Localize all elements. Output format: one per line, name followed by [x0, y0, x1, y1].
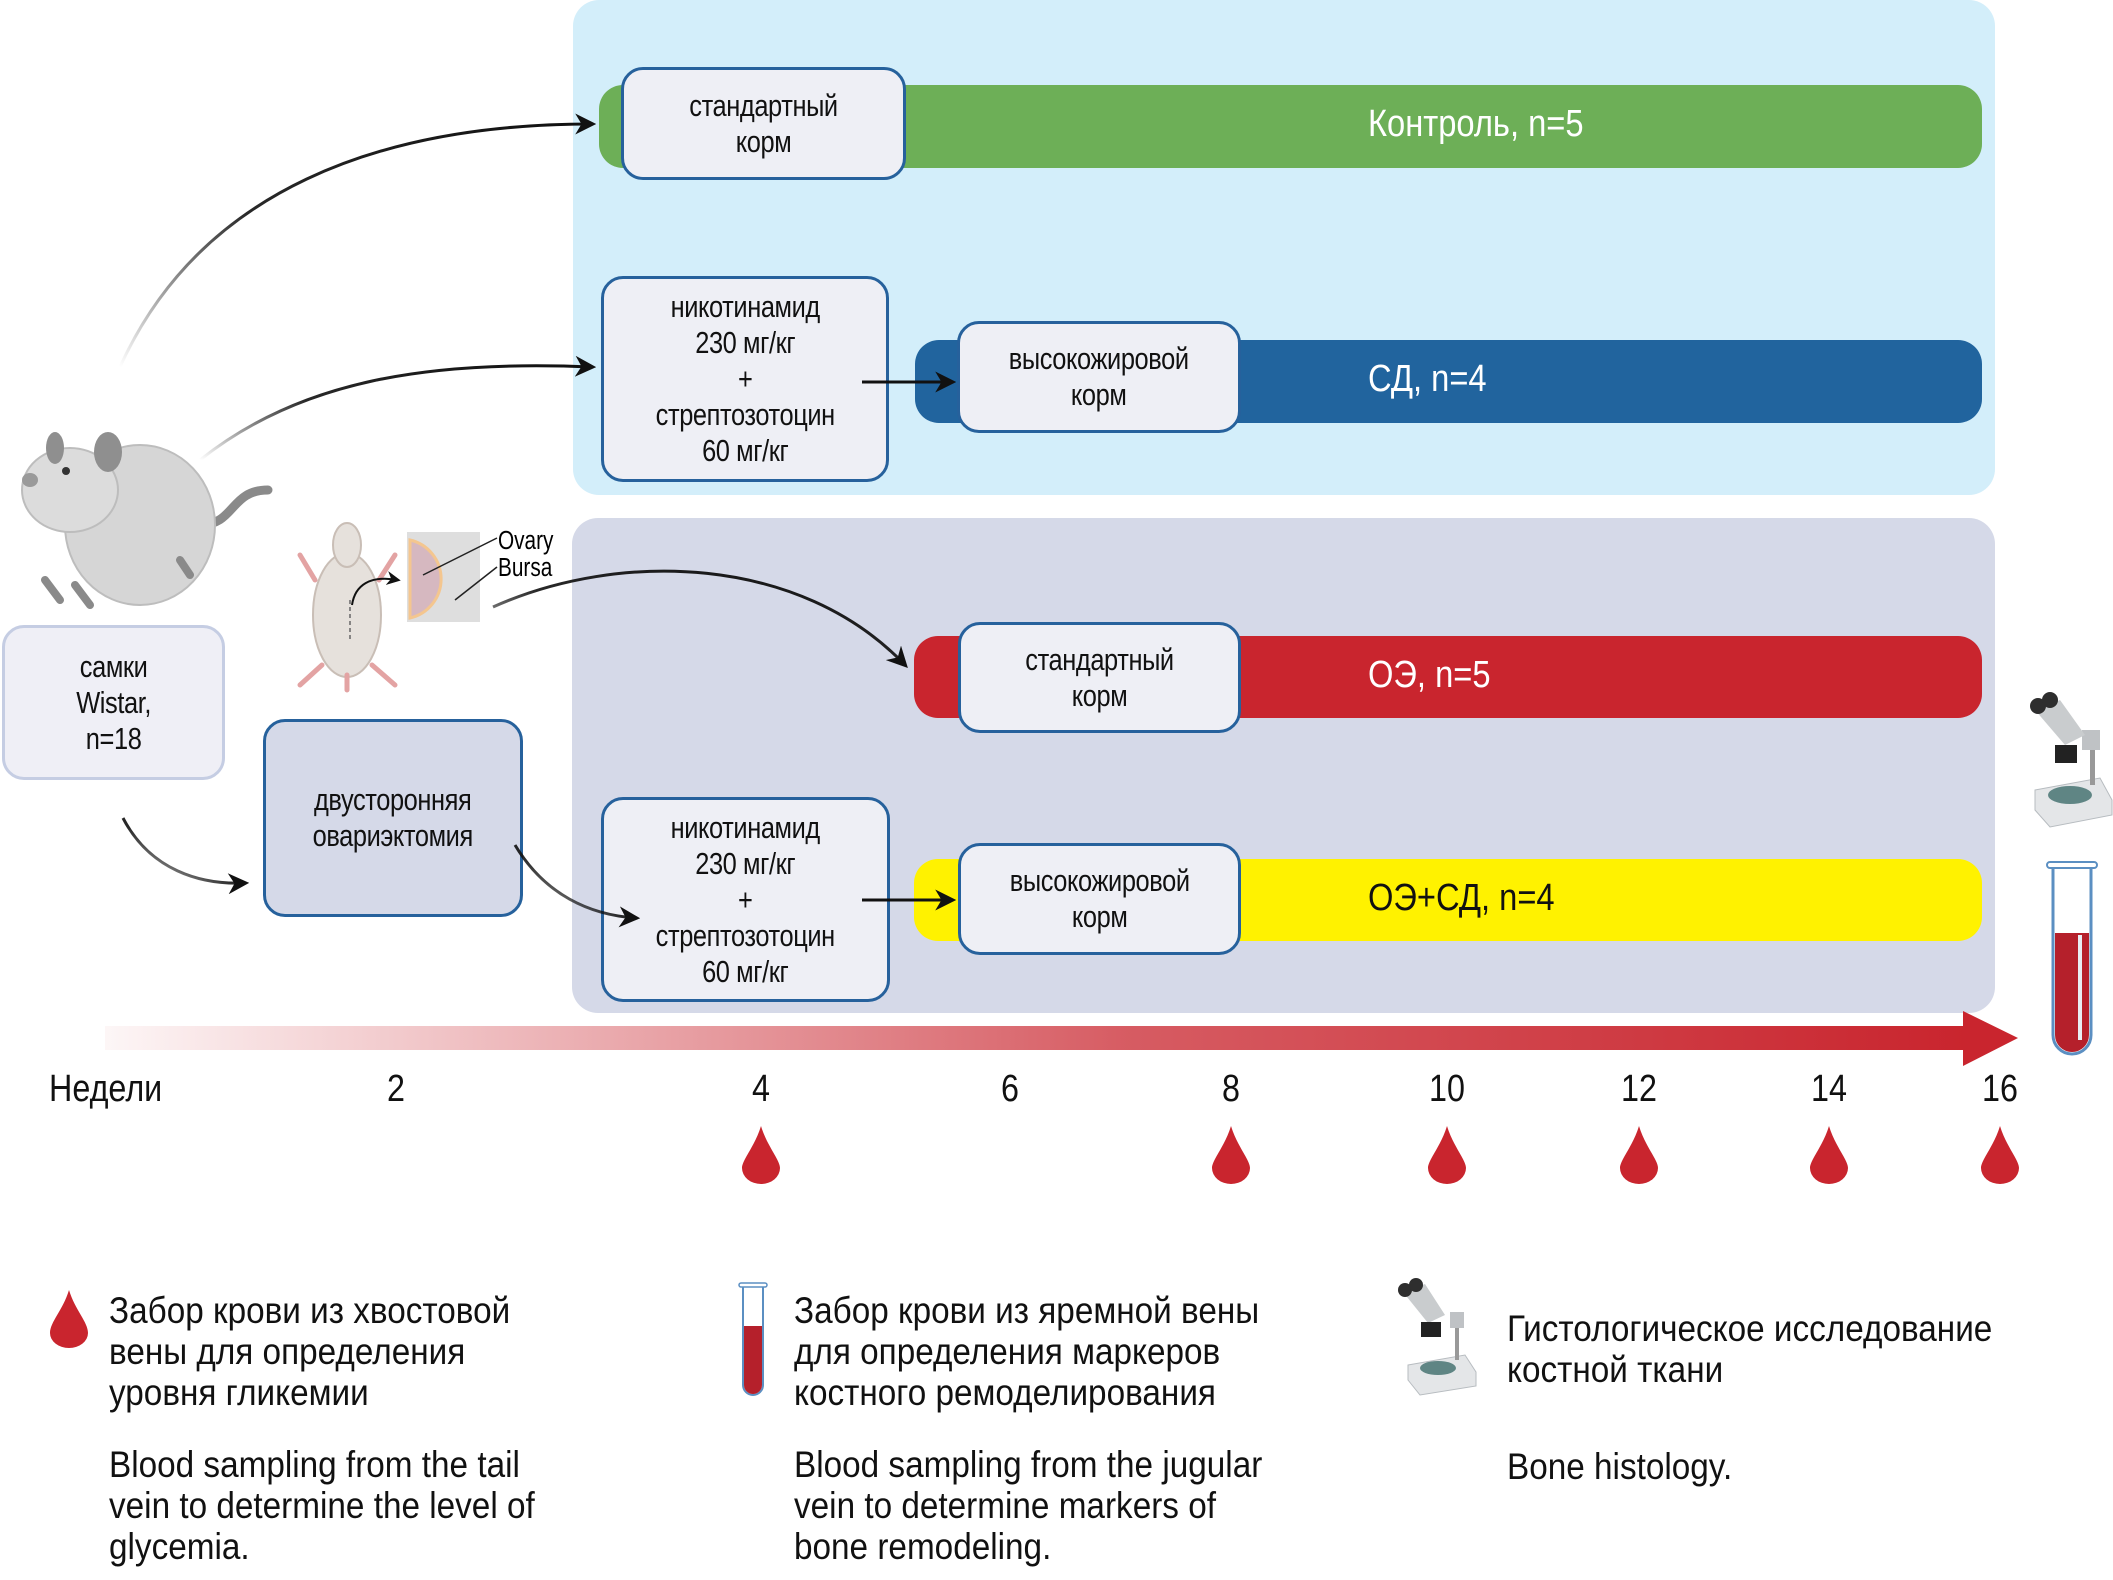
ovariectomy-label: двусторонняя овариэктомия [312, 782, 474, 853]
week-label: 16 [1982, 1068, 2018, 1110]
ovx-feed-label: стандартный корм [1025, 641, 1174, 713]
diabetes-feed-box: высокожировой корм [957, 321, 1241, 433]
arrow-ovariectomy-mouse-to-ovx [492, 569, 908, 669]
week-label: 14 [1811, 1068, 1847, 1110]
ovx-diabetes-feed-box: высокожировой корм [958, 843, 1241, 955]
week-label: 10 [1429, 1068, 1465, 1110]
control-feed-box: стандартный корм [621, 67, 906, 180]
rat-illustration [21, 432, 273, 609]
week-label: 6 [1001, 1068, 1019, 1110]
arrow-animals-to-ovariectomy [121, 817, 250, 895]
timeline-shaft [105, 1026, 1965, 1050]
week-label: 2 [387, 1068, 405, 1110]
legend-jugular-vein-ru: Забор крови из яремной вены для определе… [794, 1290, 1260, 1413]
ovariectomy-box: двусторонняя овариэктомия [263, 719, 523, 917]
ovariectomy-mouse-illustration [297, 522, 498, 693]
diabetes-induction-box: никотинамид 230 мг/кг + стрептозотоцин 6… [601, 276, 889, 482]
legend-tail-vein-en: Blood sampling from the tail vein to det… [109, 1444, 535, 1567]
diabetes-bar-label: СД, n=4 [1368, 358, 1487, 400]
legend-jugular-vein-en: Blood sampling from the jugular vein to … [794, 1444, 1263, 1567]
microscope-icon [2030, 692, 2113, 828]
control-feed-label: стандартный корм [689, 87, 838, 159]
timeline-arrowhead [1963, 1011, 2018, 1066]
ovx-diabetes-induction-label: никотинамид 230 мг/кг + стрептозотоцин 6… [655, 809, 836, 989]
arrow-ovariectomy-to-induction [513, 844, 641, 928]
diabetes-induction-label: никотинамид 230 мг/кг + стрептозотоцин 6… [655, 289, 835, 468]
ovx-diabetes-feed-label: высокожировой корм [1009, 863, 1190, 934]
animals-label: самки Wistar, n=18 [76, 648, 151, 756]
ovary-label: Ovary [498, 526, 554, 555]
timeline-axis-label: Недели [49, 1068, 163, 1110]
ovx-feed-box: стандартный корм [958, 622, 1241, 733]
control-bar-label: Контроль, n=5 [1368, 103, 1584, 145]
ovx-diabetes-bar-label: ОЭ+СД, n=4 [1368, 877, 1555, 919]
legend-tail-vein-ru: Забор крови из хвостовой вены для опреде… [109, 1290, 511, 1413]
diabetes-feed-label: высокожировой корм [1009, 341, 1189, 412]
bursa-label: Bursa [498, 553, 553, 582]
animals-box: самки Wistar, n=18 [2, 625, 225, 780]
week-label: 12 [1621, 1068, 1657, 1110]
arrow-rat-to-control [118, 113, 597, 368]
ovx-bar-label: ОЭ, n=5 [1368, 654, 1491, 696]
legend-histology-ru: Гистологическое исследование костной тка… [1507, 1308, 1993, 1390]
ovx-diabetes-induction-box: никотинамид 230 мг/кг + стрептозотоцин 6… [601, 797, 890, 1002]
week-label: 4 [752, 1068, 770, 1110]
legend-histology-en: Bone histology. [1507, 1446, 1733, 1487]
arrow-rat-to-diabetes [199, 355, 597, 462]
week-label: 8 [1222, 1068, 1240, 1110]
test-tube-icon [2046, 861, 2098, 1056]
